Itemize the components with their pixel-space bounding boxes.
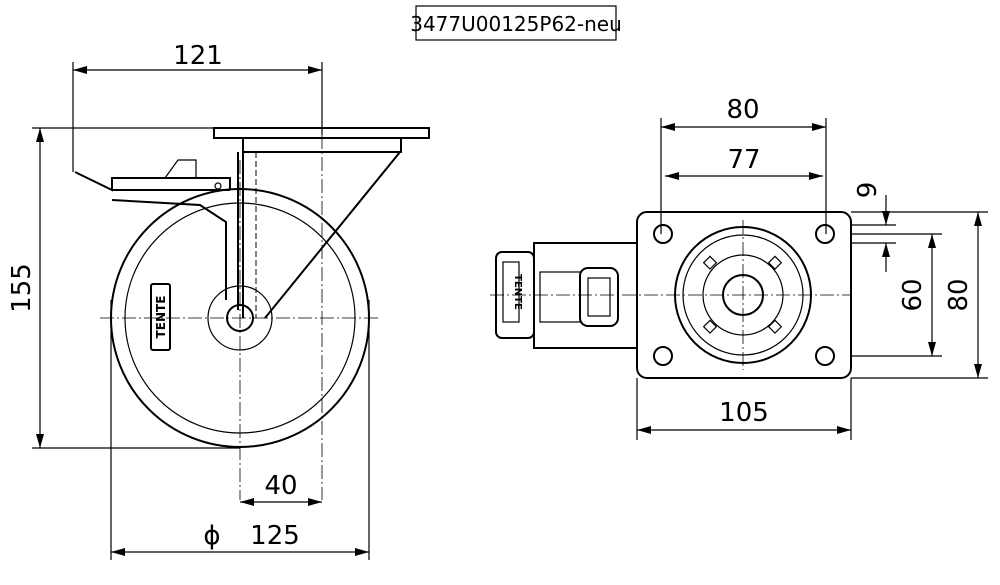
dim-offset-label: 40	[264, 471, 297, 501]
mounting-hole	[815, 346, 835, 366]
brake-pin	[214, 182, 222, 190]
rivet	[702, 319, 718, 334]
side-view: TENTE 121 155 40 ϕ 125	[7, 41, 430, 560]
dim-hole-diameter-label: 9	[853, 182, 883, 199]
brake-lever	[74, 171, 231, 192]
brake-housing-top	[533, 242, 638, 349]
rivet	[767, 255, 783, 270]
brand-plate	[150, 283, 171, 351]
mounting-hole	[653, 346, 673, 366]
rivet	[702, 255, 718, 270]
top-view: TENTE 80 77 9 60 80 105	[490, 95, 988, 440]
brake-block	[579, 267, 619, 327]
dim-width-label: 121	[173, 41, 223, 71]
reference-number: 3477U00125P62-neu	[410, 12, 622, 36]
rivet	[767, 319, 783, 334]
brake-block-inner	[587, 277, 611, 317]
dim-plate-height-label: 80	[944, 278, 974, 311]
fork-leg	[237, 151, 401, 319]
dim-hole-spacing-y-label: 60	[898, 278, 928, 311]
brake-pedal-tab	[164, 159, 197, 179]
dim-overall-length-label: 105	[719, 398, 769, 428]
dim-diameter-symbol: ϕ	[203, 521, 220, 551]
brand-plate-top	[502, 261, 520, 323]
brake-arm	[111, 199, 227, 300]
dim-height-label: 155	[7, 263, 37, 313]
brand-text-side: TENTE	[154, 296, 168, 339]
mounting-hole	[815, 224, 835, 244]
dim-diameter-label: 125	[250, 521, 300, 551]
reference-box	[415, 5, 617, 41]
reference-label: 3477U00125P62-neu	[410, 5, 622, 41]
brand-text-top: TENTE	[512, 274, 523, 310]
brake-slot	[539, 271, 581, 323]
dim-plate-width-label: 80	[726, 95, 759, 125]
dim-hole-spacing-x-label: 77	[727, 145, 760, 175]
mounting-hole	[653, 224, 673, 244]
